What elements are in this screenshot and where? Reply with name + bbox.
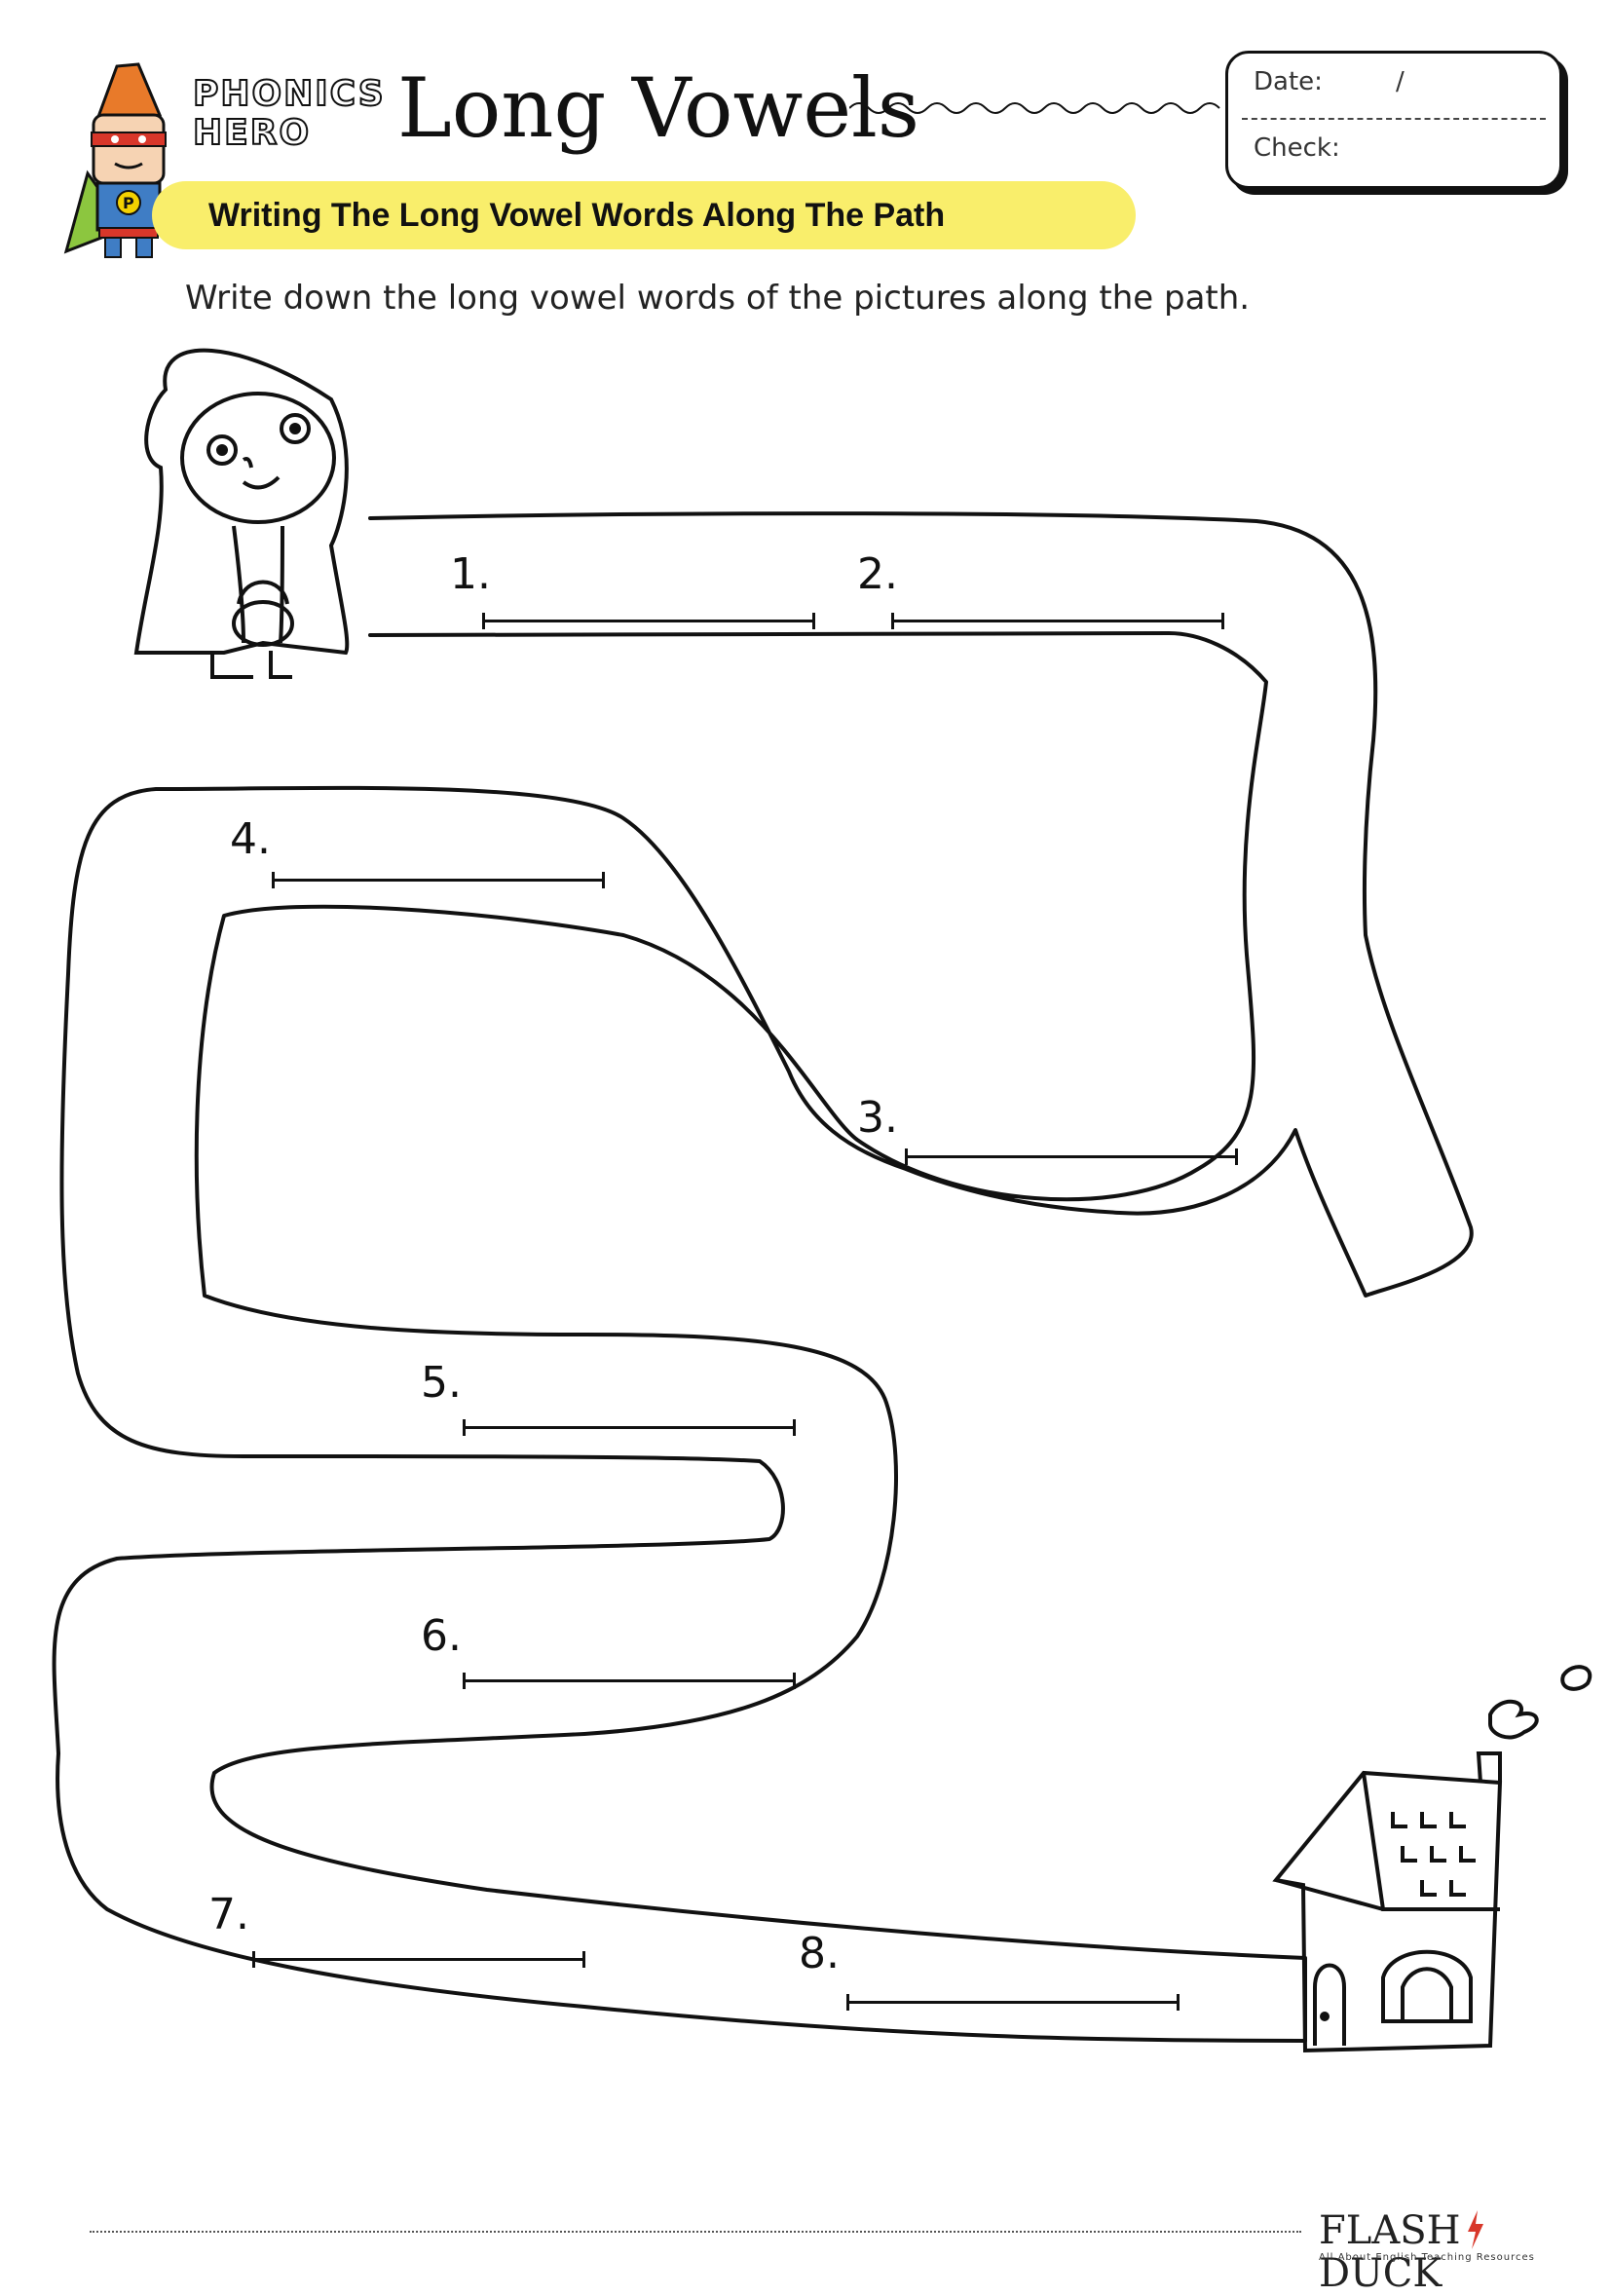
date-label: Date:	[1254, 67, 1323, 96]
section-banner: Writing The Long Vowel Words Along The P…	[152, 181, 1136, 249]
banner-text: Writing The Long Vowel Words Along The P…	[208, 197, 946, 234]
wavy-divider	[849, 102, 1220, 114]
blank-1-number: 1.	[450, 549, 491, 599]
instruction-text: Write down the long vowel words of the p…	[185, 279, 1251, 318]
blank-1-line[interactable]	[482, 613, 815, 629]
blank-5-line[interactable]	[463, 1419, 796, 1436]
girl-icon	[133, 348, 350, 679]
blank-6-line[interactable]	[463, 1673, 796, 1689]
blank-3-number: 3.	[857, 1093, 898, 1143]
blank-7-number: 7.	[208, 1890, 249, 1939]
footer-divider	[90, 2231, 1301, 2233]
svg-text:P: P	[123, 194, 134, 212]
flash-duck-logo: FLASH DUCK	[1319, 2208, 1562, 2295]
blank-7-line[interactable]	[252, 1951, 585, 1968]
date-slash: /	[1396, 67, 1405, 96]
lightning-icon	[1467, 2210, 1483, 2249]
blank-4-number: 4.	[230, 814, 271, 864]
blank-8-number: 8.	[799, 1929, 840, 1978]
date-divider	[1242, 118, 1546, 120]
blank-5-number: 5.	[421, 1358, 462, 1408]
blank-3-line[interactable]	[905, 1148, 1238, 1165]
brand-hero: HERO	[192, 113, 312, 153]
blank-2-number: 2.	[857, 549, 898, 599]
check-label: Check:	[1254, 133, 1340, 163]
brand-phonics: PHONICS	[192, 74, 386, 114]
blank-2-line[interactable]	[891, 613, 1224, 629]
maze-outer-wall	[52, 511, 1474, 2043]
phonics-hero-mascot-icon: P	[63, 62, 167, 258]
blank-8-line[interactable]	[846, 1994, 1180, 2011]
page-title: Long Vowels	[397, 60, 920, 156]
date-check-box: Date: / Check:	[1225, 51, 1562, 189]
house-icon	[1272, 1665, 1592, 2053]
footer-tagline: All About English Teaching Resources	[1319, 2252, 1535, 2263]
blank-6-number: 6.	[421, 1611, 462, 1661]
blank-4-line[interactable]	[272, 872, 605, 888]
logo-word-flash: FLASH	[1319, 2208, 1461, 2253]
